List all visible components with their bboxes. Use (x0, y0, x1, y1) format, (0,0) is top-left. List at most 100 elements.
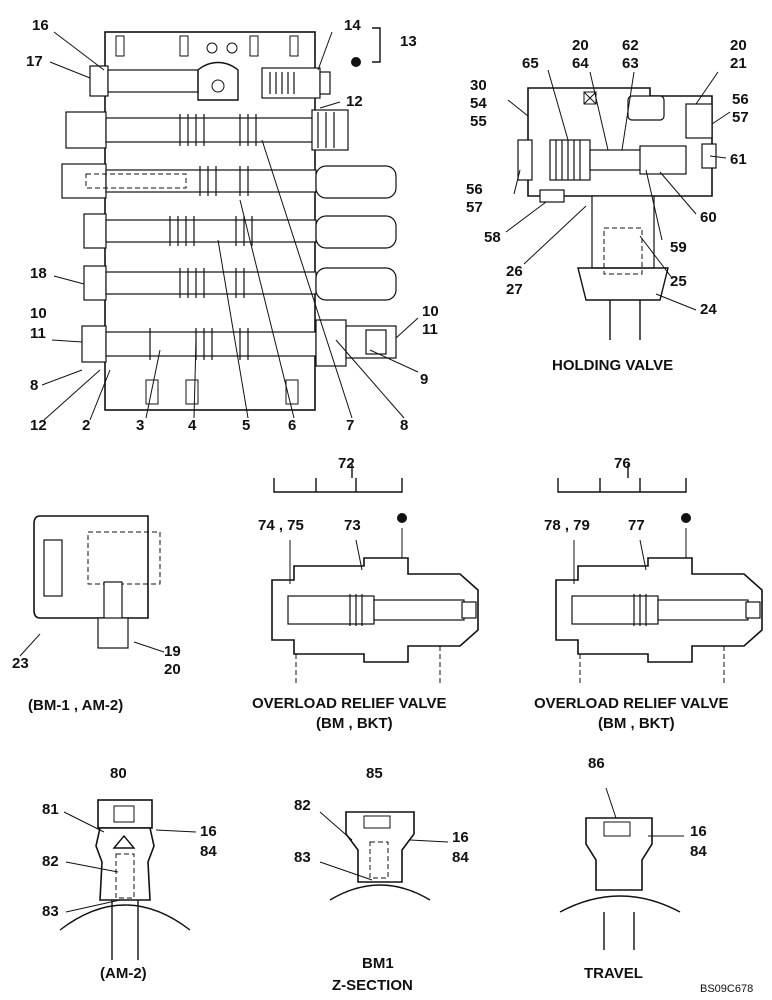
label-18: 18 (30, 265, 47, 282)
spool-row-4 (83, 265, 397, 301)
label-16: 16 (690, 823, 707, 840)
label-11-right: 11 (422, 321, 438, 338)
label-10-left: 10 (30, 305, 47, 322)
plug-17 (89, 65, 109, 97)
caption-am2: (AM-2) (100, 965, 147, 982)
label-26: 26 (506, 263, 523, 280)
bullet-orv2 (681, 513, 691, 523)
label-76: 76 (614, 455, 631, 472)
label-6: 6 (288, 417, 296, 434)
bullet-marker (351, 57, 361, 67)
label-24: 24 (700, 301, 717, 318)
orv-1-drawing: 72 74 , 75 73 OVERLOAD RELIEF VALVE (BM … (252, 455, 479, 732)
label-57a: 57 (732, 109, 749, 126)
label-85: 85 (366, 765, 383, 782)
caption-bm1-line2: Z-SECTION (332, 977, 413, 994)
label-14: 14 (344, 17, 361, 34)
holding-leaders (505, 69, 731, 311)
label-13: 13 (400, 33, 417, 50)
label-8-bottom: 8 (400, 417, 408, 434)
label-86: 86 (588, 755, 605, 772)
label-17: 17 (26, 53, 43, 70)
label-82: 82 (294, 797, 311, 814)
label-57b: 57 (466, 199, 483, 216)
label-63: 63 (622, 55, 639, 72)
bm1-am2-drawing: 23 19 20 (BM-1 , AM-2) (12, 515, 181, 714)
spool-row-3 (83, 213, 397, 249)
label-23: 23 (12, 655, 29, 672)
label-73: 73 (344, 517, 361, 534)
label-56a: 56 (732, 91, 749, 108)
holding-valve-drawing: 30 54 55 65 20 64 62 63 20 21 56 57 61 5… (466, 37, 749, 374)
spool-row-5 (81, 319, 397, 367)
caption-travel: TRAVEL (584, 965, 643, 982)
travel-drawing: 86 16 84 TRAVEL (559, 755, 707, 982)
label-65: 65 (522, 55, 539, 72)
bm1-z-section-drawing: 85 82 16 84 83 BM1 Z-SECTION (294, 765, 469, 994)
caption-orv1-line1: OVERLOAD RELIEF VALVE (252, 695, 446, 712)
label-84: 84 (452, 849, 469, 866)
label-72: 72 (338, 455, 355, 472)
label-58: 58 (484, 229, 501, 246)
label-55: 55 (470, 113, 487, 130)
label-60: 60 (700, 209, 717, 226)
label-81: 81 (42, 801, 59, 818)
spool-row-2 (61, 163, 397, 199)
label-7: 7 (346, 417, 354, 434)
label-84: 84 (690, 843, 707, 860)
label-16: 16 (32, 17, 49, 34)
label-83: 83 (294, 849, 311, 866)
label-19: 19 (164, 643, 181, 660)
top-body (197, 61, 239, 101)
label-9: 9 (420, 371, 428, 388)
label-5: 5 (242, 417, 250, 434)
orv-2-drawing: 76 78 , 79 77 OVERLOAD RELIEF VALVE (BM … (534, 455, 763, 732)
caption-orv1-line2: (BM , BKT) (316, 715, 393, 732)
caption-bm1-line1: BM1 (362, 955, 394, 972)
top-passage (107, 69, 199, 93)
label-59: 59 (670, 239, 687, 256)
label-8-left: 8 (30, 377, 38, 394)
label-61: 61 (730, 151, 747, 168)
label-54: 54 (470, 95, 487, 112)
caption-orv2-line2: (BM , BKT) (598, 715, 675, 732)
label-2: 2 (82, 417, 90, 434)
top-bolts (115, 35, 299, 57)
drawing-code: BS09C678 (700, 983, 753, 995)
label-56b: 56 (466, 181, 483, 198)
label-83: 83 (42, 903, 59, 920)
label-10-right: 10 (422, 303, 439, 320)
label-64: 64 (572, 55, 589, 72)
caption-holding-valve: HOLDING VALVE (552, 357, 673, 374)
label-12-bottom: 12 (30, 417, 47, 434)
label-82: 82 (42, 853, 59, 870)
am2-drawing: 80 81 16 84 82 83 (AM-2) (42, 765, 217, 982)
label-16: 16 (200, 823, 217, 840)
label-20b: 20 (730, 37, 747, 54)
label-16: 16 (452, 829, 469, 846)
label-21: 21 (730, 55, 747, 72)
caption-bm1-am2: (BM-1 , AM-2) (28, 697, 123, 714)
main-relief-14 (261, 67, 321, 99)
label-20a: 20 (572, 37, 589, 54)
label-25: 25 (670, 273, 687, 290)
label-62: 62 (622, 37, 639, 54)
main-control-valve: 16 17 14 13 12 18 10 11 8 12 2 3 4 5 6 7… (26, 17, 439, 434)
label-12-top: 12 (346, 93, 363, 110)
bracket-76 (557, 464, 687, 493)
label-11-left: 11 (30, 325, 46, 342)
label-30: 30 (470, 77, 487, 94)
bracket-13 (372, 27, 381, 63)
label-20: 20 (164, 661, 181, 678)
caption-orv2-line1: OVERLOAD RELIEF VALVE (534, 695, 728, 712)
label-3: 3 (136, 417, 144, 434)
main-leaders (41, 31, 419, 421)
bracket-72 (273, 464, 403, 493)
label-78-79: 78 , 79 (544, 517, 590, 534)
label-4: 4 (188, 417, 197, 434)
bullet-orv1 (397, 513, 407, 523)
label-27: 27 (506, 281, 523, 298)
spool-row-1 (65, 109, 349, 151)
